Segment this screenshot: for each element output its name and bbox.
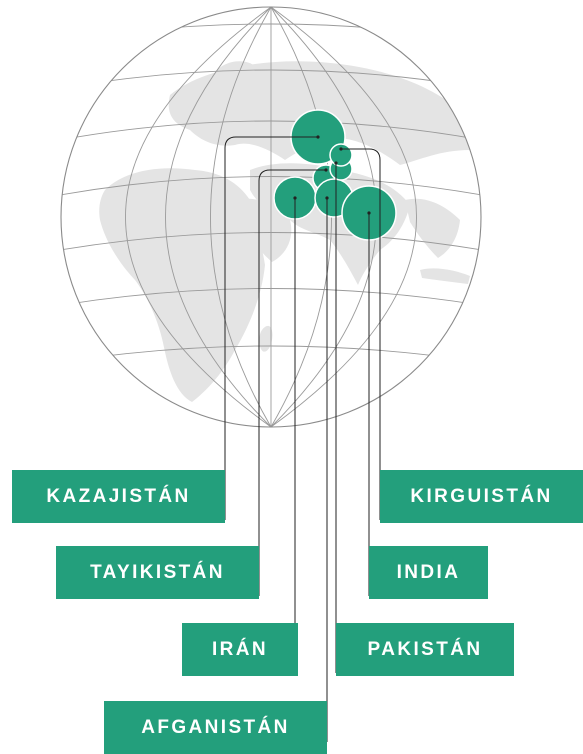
- bubble-kirguistan: [329, 143, 353, 167]
- landmass-madagascar: [259, 325, 273, 352]
- label-kazajistan: KAZAJISTÁN: [12, 470, 225, 523]
- leader-dot: [293, 196, 297, 200]
- leader-lines: [224, 136, 381, 742]
- leader-line-kirguistan: [341, 148, 381, 520]
- leader-line-kazajistan: [224, 136, 318, 520]
- landmass-africa: [99, 168, 265, 402]
- leader-dots: [293, 135, 371, 215]
- meridian-line: [270, 7, 417, 427]
- leader-dot: [324, 168, 328, 172]
- leader-dot: [316, 135, 320, 139]
- label-pakistan: PAKISTÁN: [336, 623, 514, 676]
- label-kirguistan: KIRGUISTÁN: [380, 470, 583, 523]
- landmass-indonesia: [420, 268, 470, 284]
- label-tayikistan: TAYIKISTÁN: [56, 546, 259, 599]
- meridian-line: [165, 7, 272, 427]
- label-iran: IRÁN: [182, 623, 298, 676]
- label-afganistan: AFGANISTÁN: [104, 701, 327, 754]
- leader-dot: [325, 196, 329, 200]
- leader-dot: [367, 211, 371, 215]
- globe-outline: [60, 6, 482, 428]
- leader-dot: [339, 147, 343, 151]
- landmass-uk: [178, 103, 196, 120]
- label-india: INDIA: [369, 546, 488, 599]
- landmass-southeast-asia: [405, 198, 460, 258]
- leader-dot: [334, 161, 338, 165]
- meridian-line: [210, 7, 272, 427]
- leader-line-tayikistan: [258, 169, 326, 596]
- meridian-line: [125, 7, 272, 427]
